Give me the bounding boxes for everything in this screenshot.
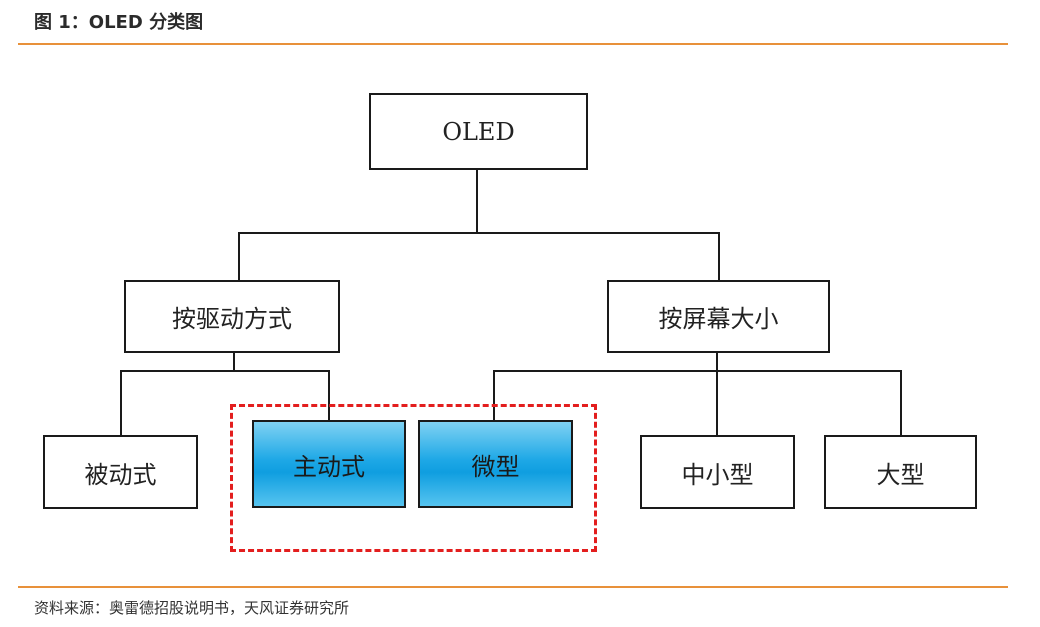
connector [233,352,235,372]
figure-title: 图 1：OLED 分类图 [34,12,204,33]
node-active: 主动式 [252,420,406,508]
connector [493,370,495,421]
connector [718,232,720,280]
node-drive-mode: 按驱动方式 [124,280,340,353]
connector [120,370,122,436]
connector [238,232,720,234]
highlight-dashed-box [230,404,597,552]
connector [493,370,902,372]
node-root: OLED [369,93,588,170]
connector [120,370,330,372]
bottom-divider [18,586,1008,588]
connector [716,352,718,436]
node-screen-size: 按屏幕大小 [607,280,830,353]
node-micro: 微型 [418,420,573,508]
connector [476,169,478,233]
connector [900,370,902,436]
connector [328,370,330,421]
top-divider [18,43,1008,45]
node-small-medium: 中小型 [640,435,795,509]
source-note: 资料来源：奥雷德招股说明书，天风证券研究所 [34,599,350,617]
node-large: 大型 [824,435,977,509]
connector [238,232,240,280]
node-passive: 被动式 [43,435,198,509]
